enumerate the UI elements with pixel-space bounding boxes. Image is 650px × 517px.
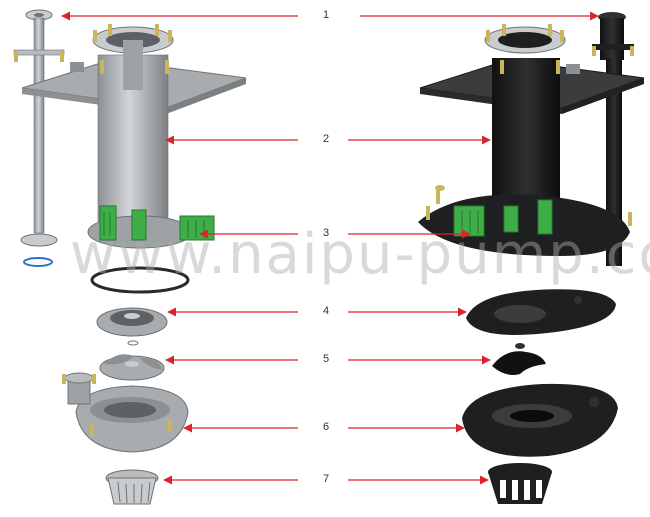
watermark: www.naipu-pump.com <box>70 222 650 287</box>
right-strainer <box>418 185 632 256</box>
left-seal-ring <box>90 266 190 294</box>
callout-label-7: 7 <box>322 473 330 485</box>
right-volute-casing <box>462 383 618 457</box>
left-impeller <box>99 340 165 381</box>
callout-label-5: 5 <box>322 353 330 365</box>
left-back-liner <box>96 307 168 337</box>
right-back-liner <box>466 289 616 335</box>
left-column <box>70 24 174 231</box>
left-outlet-pipe <box>13 9 65 267</box>
left-steel-assembly <box>13 9 247 505</box>
right-lower-strainer <box>488 463 552 504</box>
left-strainer <box>87 205 215 249</box>
left-lower-strainer <box>105 469 159 505</box>
right-black-assembly <box>418 12 645 504</box>
callout-label-6: 6 <box>322 421 330 433</box>
callout-label-2: 2 <box>322 133 330 145</box>
callout-label-1: 1 <box>322 9 330 21</box>
left-volute-casing <box>62 372 189 453</box>
callout-label-3: 3 <box>322 227 330 239</box>
callout-arrows <box>61 11 599 485</box>
right-impeller <box>492 343 546 375</box>
callout-label-4: 4 <box>322 305 330 317</box>
